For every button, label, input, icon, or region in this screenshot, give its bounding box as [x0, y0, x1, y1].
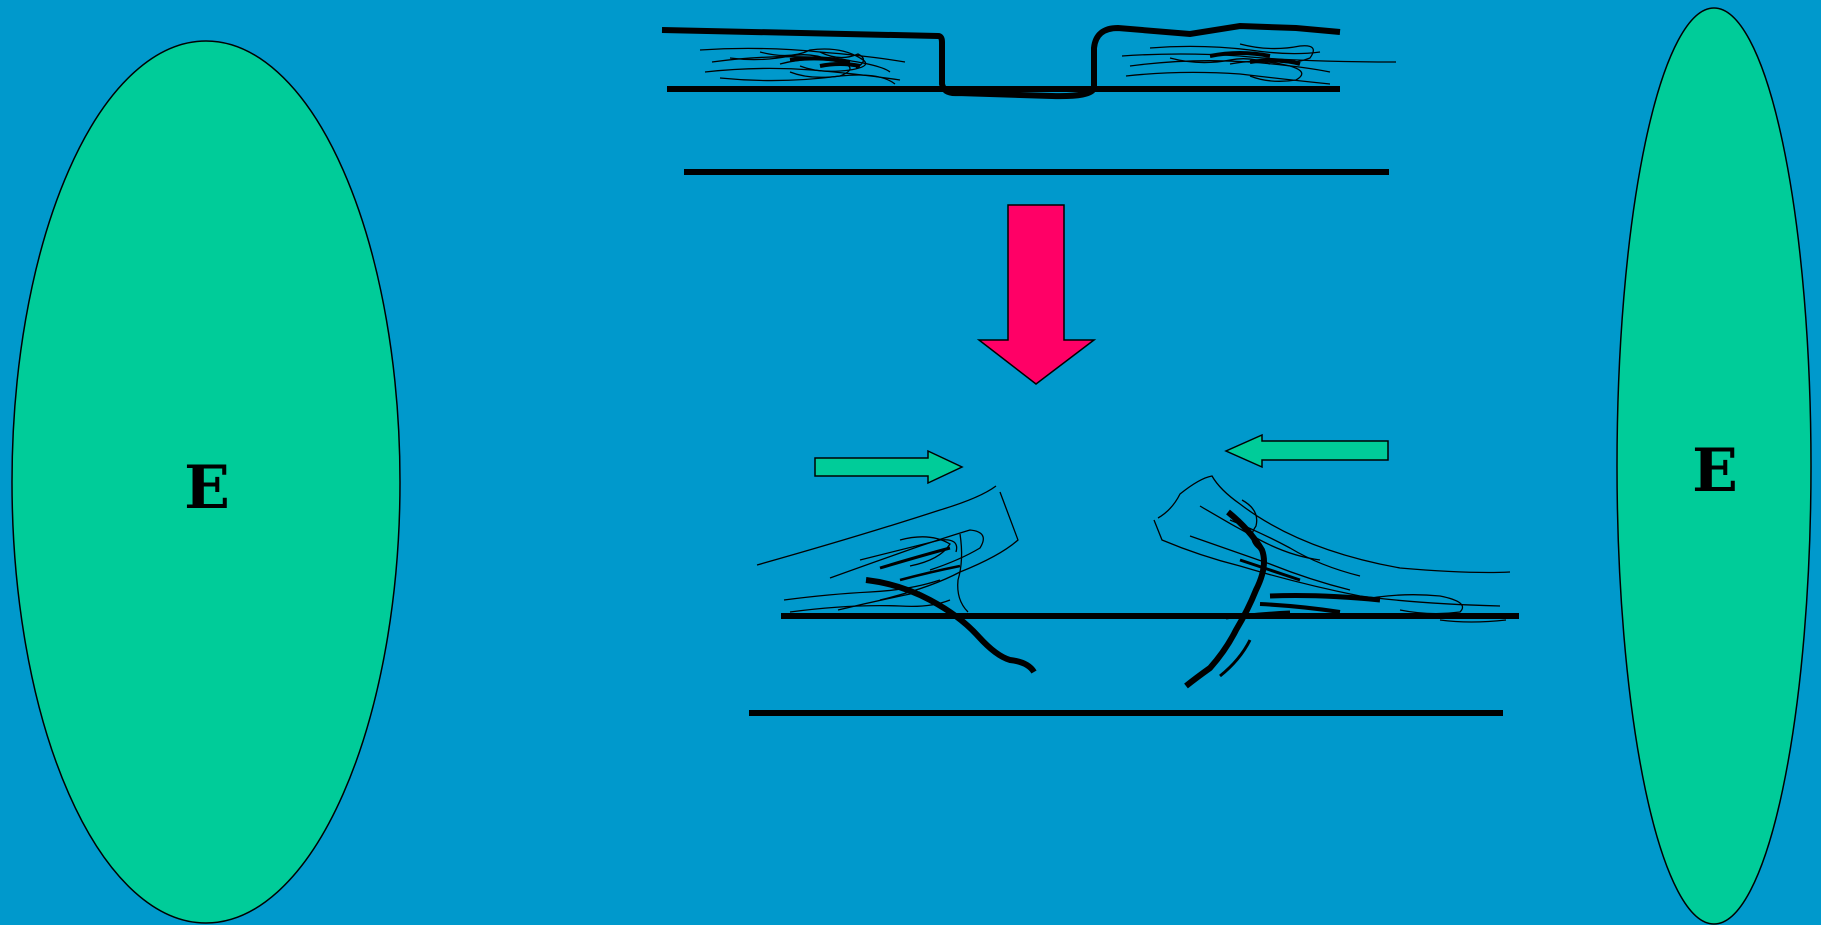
bottom-right-fragment-bold — [1184, 509, 1381, 689]
top-left-scribble-bold — [789, 56, 861, 68]
arrow-right-icon — [814, 449, 964, 485]
bottom-left-fragment-bold — [865, 546, 1037, 674]
top-membrane-diagram — [661, 22, 1397, 175]
top-left-scribble — [699, 47, 906, 85]
arrow-left-icon — [1224, 433, 1389, 469]
left-ellipse-group: E — [11, 40, 401, 924]
bottom-membrane-diagram — [749, 475, 1519, 716]
arrow-down-icon — [976, 204, 1097, 385]
right-ellipse-label: E — [1692, 436, 1738, 506]
left-ellipse-label: E — [184, 453, 230, 523]
bottom-left-fragment — [756, 485, 1019, 613]
top-right-scribble — [1121, 43, 1397, 85]
right-ellipse — [1616, 7, 1812, 925]
left-ellipse — [11, 40, 401, 924]
top-right-scribble-bold — [1209, 51, 1301, 66]
right-ellipse-group: E — [1616, 7, 1812, 925]
top-membrane-outline — [661, 22, 1341, 100]
bottom-right-fragment — [1153, 475, 1511, 623]
